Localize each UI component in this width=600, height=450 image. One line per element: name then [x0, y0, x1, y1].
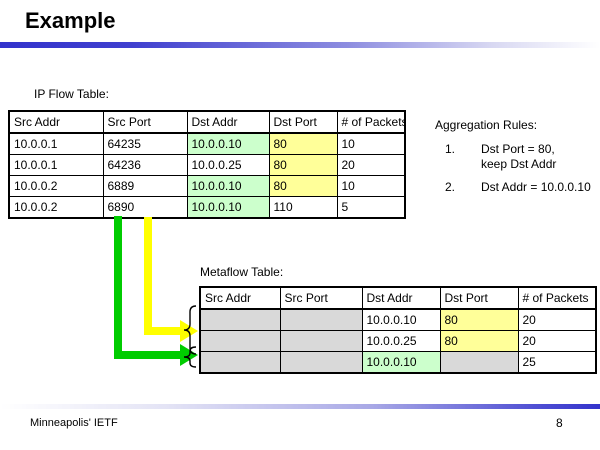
metaflow-table-caption: Metaflow Table:: [200, 265, 284, 279]
cell-packets: 20: [517, 308, 597, 331]
cell-src-port: 6889: [102, 175, 188, 197]
cell-packets: 20: [517, 330, 597, 352]
cell-packets: 20: [336, 154, 406, 176]
column-header-packets: # of Packets: [336, 110, 406, 134]
aggregation-rule-2: 2. Dst Addr = 10.0.0.10: [445, 180, 600, 198]
cell-packets: 10: [336, 175, 406, 197]
cell-dst-addr: 10.0.0.10: [186, 132, 270, 155]
column-header-src-port: Src Port: [279, 286, 363, 310]
ip-flow-table: Src Addr Src Port Dst Addr Dst Port # of…: [8, 110, 406, 219]
cell-dst-port: 80: [268, 154, 338, 176]
cell-src-addr: 10.0.0.1: [8, 132, 104, 155]
cell-dst-addr: 10.0.0.25: [186, 154, 270, 176]
table-header-row: Src Addr Src Port Dst Addr Dst Port # of…: [199, 286, 597, 310]
ip-flow-table-caption: IP Flow Table:: [34, 87, 109, 101]
metaflow-brace-rows-1-2: [183, 305, 197, 355]
cell-dst-port: [439, 351, 519, 374]
cell-src-port: 64235: [102, 132, 188, 155]
yellow-aggregation-arrow: [144, 217, 198, 342]
footer-text: Minneapolis' IETF: [30, 417, 118, 429]
cell-dst-addr: 10.0.0.10: [361, 308, 441, 331]
rule-text-line1: Dst Port = 80,: [481, 142, 555, 156]
cell-src-port: [279, 330, 363, 352]
table-row: 10.0.0.1 64235 10.0.0.10 80 10: [8, 132, 406, 155]
metaflow-brace-row-3: [183, 346, 197, 368]
cell-dst-addr: 10.0.0.25: [361, 330, 441, 352]
page-number: 8: [556, 416, 563, 430]
column-header-dst-port: Dst Port: [268, 110, 338, 134]
column-header-src-addr: Src Addr: [199, 286, 281, 310]
rule-number: 1.: [445, 142, 456, 156]
column-header-src-addr: Src Addr: [8, 110, 104, 134]
title-divider-bar: [0, 42, 600, 48]
cell-dst-port: 80: [439, 308, 519, 331]
cell-dst-addr: 10.0.0.10: [186, 175, 270, 197]
cell-src-addr: 10.0.0.2: [8, 175, 104, 197]
cell-packets: 5: [336, 196, 406, 219]
cell-packets: 25: [517, 351, 597, 374]
cell-src-addr: [199, 330, 281, 352]
cell-dst-port: 110: [268, 196, 338, 219]
column-header-dst-port: Dst Port: [439, 286, 519, 310]
green-aggregation-arrow: [114, 216, 198, 366]
column-header-packets: # of Packets: [517, 286, 597, 310]
cell-dst-addr: 10.0.0.10: [186, 196, 270, 219]
rule-number: 2.: [445, 180, 456, 194]
cell-dst-port: 80: [439, 330, 519, 352]
cell-dst-port: 80: [268, 132, 338, 155]
table-row: 10.0.0.10 80 20: [199, 308, 597, 331]
cell-src-port: 6890: [102, 196, 188, 219]
rule-text-line1: Dst Addr = 10.0.0.10: [481, 180, 591, 194]
cell-src-port: [279, 351, 363, 374]
cell-src-port: [279, 308, 363, 331]
cell-src-port: 64236: [102, 154, 188, 176]
aggregation-rule-1: 1. Dst Port = 80, keep Dst Addr: [445, 142, 600, 176]
rule-text-line2: keep Dst Addr: [481, 157, 557, 171]
column-header-dst-addr: Dst Addr: [186, 110, 270, 134]
cell-src-addr: 10.0.0.2: [8, 196, 104, 219]
table-row: 10.0.0.10 25: [199, 351, 597, 374]
aggregation-rules-title: Aggregation Rules:: [435, 118, 538, 132]
table-row: 10.0.0.25 80 20: [199, 330, 597, 352]
rule-text: Dst Port = 80, keep Dst Addr: [481, 142, 556, 172]
cell-dst-port: 80: [268, 175, 338, 197]
cell-packets: 10: [336, 132, 406, 155]
table-header-row: Src Addr Src Port Dst Addr Dst Port # of…: [8, 110, 406, 134]
footer-divider-bar: [0, 404, 600, 409]
cell-src-addr: [199, 351, 281, 374]
column-header-dst-addr: Dst Addr: [361, 286, 441, 310]
cell-src-addr: [199, 308, 281, 331]
metaflow-table: Src Addr Src Port Dst Addr Dst Port # of…: [199, 286, 597, 374]
table-row: 10.0.0.2 6889 10.0.0.10 80 10: [8, 175, 406, 197]
page-title: Example: [25, 8, 116, 33]
table-row: 10.0.0.2 6890 10.0.0.10 110 5: [8, 196, 406, 219]
table-row: 10.0.0.1 64236 10.0.0.25 80 20: [8, 154, 406, 176]
column-header-src-port: Src Port: [102, 110, 188, 134]
cell-dst-addr: 10.0.0.10: [361, 351, 441, 374]
cell-src-addr: 10.0.0.1: [8, 154, 104, 176]
